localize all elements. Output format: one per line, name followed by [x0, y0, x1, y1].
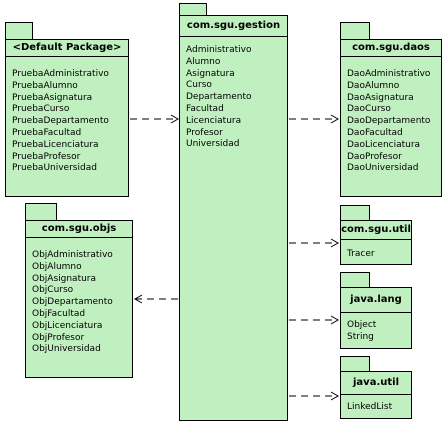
class-item[interactable]: ObjAlumno	[32, 261, 82, 272]
package-body: com.sgu.gestion Administrativo Alumno As…	[179, 15, 288, 421]
arrowhead	[330, 315, 340, 325]
class-item[interactable]: DaoCurso	[347, 104, 391, 115]
class-list: LinkedList	[347, 402, 409, 414]
class-item[interactable]: String	[347, 331, 374, 342]
class-item[interactable]: Tracer	[347, 249, 375, 259]
package-body: com.sgu.util Tracer	[340, 220, 412, 265]
class-item[interactable]: ObjAsignatura	[32, 273, 97, 284]
class-item[interactable]: DaoAsignatura	[347, 92, 414, 103]
package-name: com.sgu.objs	[26, 221, 132, 238]
class-item[interactable]: Facultad	[186, 103, 224, 114]
class-item[interactable]: DaoProfesor	[347, 151, 402, 162]
package-daos[interactable]: com.sgu.daos DaoAdministrativo DaoAlumno…	[340, 22, 442, 197]
class-item[interactable]: DaoUniversidad	[347, 163, 419, 174]
class-list: PruebaAdministrativo PruebaAlumno Prueba…	[12, 69, 126, 175]
class-item[interactable]: PruebaLicenciatura	[12, 139, 99, 150]
package-name: java.lang	[341, 288, 411, 313]
package-body: <Default Package> PruebaAdministrativo P…	[5, 39, 129, 197]
class-item[interactable]: ObjAdministrativo	[32, 250, 113, 260]
package-body: com.sgu.daos DaoAdministrativo DaoAlumno…	[340, 39, 442, 197]
class-list: ObjAdministrativo ObjAlumno ObjAsignatur…	[32, 250, 130, 356]
package-name: com.sgu.daos	[341, 40, 441, 57]
package-body: com.sgu.objs ObjAdministrativo ObjAlumno…	[25, 220, 133, 378]
class-item[interactable]: DaoFacultad	[347, 127, 403, 138]
class-item[interactable]: PruebaAsignatura	[12, 92, 93, 103]
package-body: java.lang Object String	[340, 287, 412, 349]
class-item[interactable]: DaoDepartamento	[347, 116, 431, 127]
class-item[interactable]: Departamento	[186, 92, 252, 103]
class-list: Administrativo Alumno Asignatura Curso D…	[186, 45, 285, 151]
class-list: DaoAdministrativo DaoAlumno DaoAsignatur…	[347, 69, 439, 175]
class-list: Tracer	[347, 249, 409, 261]
class-item[interactable]: PruebaProfesor	[12, 151, 81, 162]
class-item[interactable]: LinkedList	[347, 402, 393, 412]
class-item[interactable]: PruebaUniversidad	[12, 163, 97, 174]
class-item[interactable]: Curso	[186, 80, 212, 91]
package-util[interactable]: com.sgu.util Tracer	[340, 205, 412, 265]
class-item[interactable]: PruebaAdministrativo	[12, 69, 109, 79]
class-item[interactable]: PruebaFacultad	[12, 127, 82, 138]
class-item[interactable]: ObjUniversidad	[32, 344, 101, 355]
arrowhead	[330, 114, 340, 124]
class-item[interactable]: DaoAlumno	[347, 80, 400, 91]
class-item[interactable]: ObjDepartamento	[32, 297, 113, 308]
package-java-lang[interactable]: java.lang Object String	[340, 272, 412, 349]
class-item[interactable]: ObjProfesor	[32, 332, 85, 343]
package-name: com.sgu.gestion	[180, 16, 287, 37]
package-name: <Default Package>	[6, 40, 128, 57]
class-item[interactable]: DaoLicenciatura	[347, 139, 421, 150]
class-item[interactable]: ObjFacultad	[32, 308, 86, 319]
class-item[interactable]: PruebaDepartamento	[12, 116, 109, 127]
class-item[interactable]: Administrativo	[186, 45, 252, 55]
arrowhead	[330, 391, 340, 401]
class-list: Object String	[347, 320, 409, 344]
class-item[interactable]: ObjCurso	[32, 285, 74, 296]
class-item[interactable]: Universidad	[186, 139, 240, 150]
package-body: java.util LinkedList	[340, 371, 412, 419]
class-item[interactable]: ObjLicenciatura	[32, 320, 103, 331]
package-default[interactable]: <Default Package> PruebaAdministrativo P…	[5, 22, 129, 197]
class-item[interactable]: DaoAdministrativo	[347, 69, 431, 79]
package-objs[interactable]: com.sgu.objs ObjAdministrativo ObjAlumno…	[25, 203, 133, 378]
class-item[interactable]: Alumno	[186, 56, 221, 67]
package-name: com.sgu.util	[341, 221, 411, 240]
package-name: java.util	[341, 372, 411, 395]
arrowhead	[330, 238, 340, 248]
class-item[interactable]: PruebaAlumno	[12, 80, 78, 91]
class-item[interactable]: Licenciatura	[186, 115, 242, 126]
package-gestion[interactable]: com.sgu.gestion Administrativo Alumno As…	[179, 3, 288, 421]
class-item[interactable]: Asignatura	[186, 68, 235, 79]
package-java-util[interactable]: java.util LinkedList	[340, 356, 412, 419]
arrowhead	[170, 114, 180, 124]
arrowhead	[133, 294, 143, 304]
class-item[interactable]: PruebaCurso	[12, 104, 70, 115]
class-item[interactable]: Object	[347, 320, 377, 330]
class-item[interactable]: Profesor	[186, 127, 223, 138]
